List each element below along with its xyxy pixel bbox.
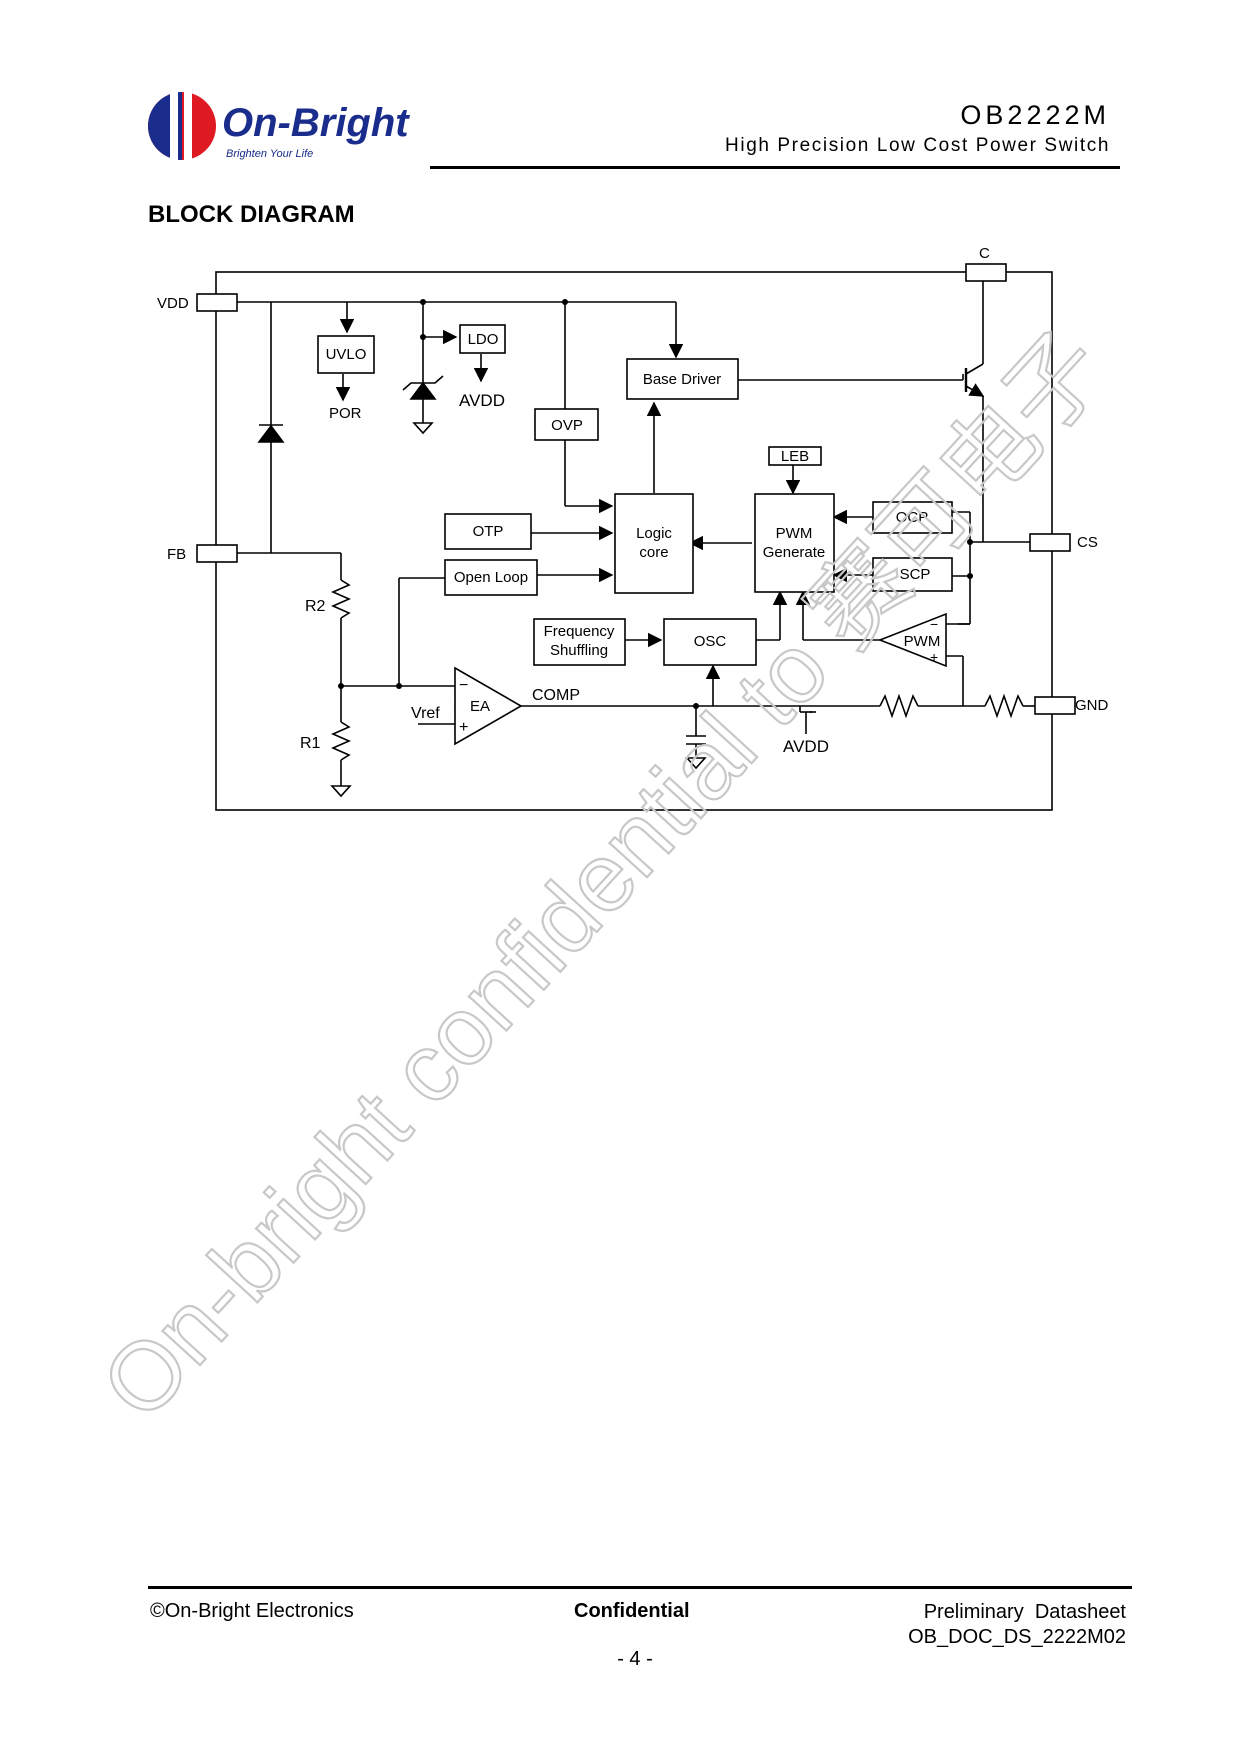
ldo-block-label: LDO [468, 331, 499, 348]
on-bright-logo: On-Bright Brighten Your Life [148, 92, 410, 160]
footer-doc-type: Preliminary Datasheet [923, 1601, 1126, 1623]
pin-fb-pad [196, 544, 238, 563]
logic-core-block-box [614, 493, 694, 594]
pwm-comparator-minus-sign: − [930, 616, 938, 632]
open-loop-block-label: Open Loop [454, 569, 528, 586]
pin-fb-label: FB [167, 546, 186, 563]
ovp-block-label: OVP [551, 417, 583, 434]
logo-wordmark: On-Bright [222, 101, 410, 145]
pin-cs-pad [1029, 533, 1071, 552]
leb-block-label: LEB [781, 448, 809, 465]
pin-c-label: C [979, 245, 990, 262]
header-rule [430, 166, 1120, 169]
r2-label: R2 [305, 598, 326, 615]
scp-block-box [872, 557, 953, 592]
pin-gnd-label: GND [1075, 697, 1109, 714]
footer-rule [148, 1586, 1132, 1589]
base-driver-block-box [626, 358, 739, 400]
ea-block-label: EA [470, 698, 490, 715]
pwm-generate-label-line2: Generate [763, 544, 826, 561]
pwm-generate-block-box [754, 493, 835, 593]
pwm-generate-label-line1: PWM [776, 525, 813, 542]
por-label: POR [329, 405, 362, 422]
vref-label: Vref [411, 705, 440, 722]
pwm-comparator-plus-sign: + [930, 649, 938, 665]
pin-vdd-pad [196, 293, 238, 312]
frequency-shuffling-block-box [533, 618, 626, 666]
pin-gnd-pad [1034, 696, 1076, 715]
footer-copyright: ©On-Bright Electronics [150, 1600, 354, 1622]
ocp-block-label: OCP [896, 509, 929, 526]
error-amplifier-shape [454, 666, 523, 746]
ea-minus-sign: − [459, 677, 468, 694]
comp-label: COMP [532, 687, 580, 704]
footer-doc-id: OB_DOC_DS_2222M02 [908, 1626, 1126, 1648]
leb-block-box [768, 446, 822, 466]
logic-core-label-line1: Logic [636, 525, 672, 542]
logic-core-label-line2: core [639, 544, 668, 561]
base-driver-block-label: Base Driver [643, 371, 721, 388]
osc-block-box [663, 618, 757, 666]
ea-plus-sign: + [459, 719, 468, 736]
part-number: OB2222M [960, 100, 1110, 130]
scp-block-label: SCP [900, 566, 931, 583]
page-number: - 4 - [617, 1648, 653, 1670]
osc-block-label: OSC [694, 633, 727, 650]
uvlo-block-box [317, 335, 375, 374]
otp-block-label: OTP [473, 523, 504, 540]
r1-label: R1 [300, 735, 321, 752]
document-subtitle: High Precision Low Cost Power Switch [725, 135, 1110, 156]
section-title: BLOCK DIAGRAM [148, 201, 355, 228]
frequency-shuffling-label-line2: Shuffling [550, 642, 608, 659]
footer-document-info: Preliminary Datasheet OB_DOC_DS_2222M02 [908, 1600, 1126, 1650]
uvlo-block-label: UVLO [326, 346, 367, 363]
footer-confidential: Confidential [574, 1600, 690, 1622]
pin-vdd-label: VDD [157, 295, 189, 312]
pin-cs-label: CS [1077, 534, 1098, 551]
pwm-comparator-shape [877, 612, 947, 668]
pin-c-pad [965, 263, 1007, 282]
ovp-block-box [534, 408, 599, 441]
avdd-bottom-label: AVDD [783, 737, 829, 756]
open-loop-block-box [444, 559, 538, 596]
pwm-comparator-label: PWM [904, 633, 941, 650]
frequency-shuffling-label-line1: Frequency [544, 623, 615, 640]
avdd-ldo-label: AVDD [459, 391, 505, 410]
otp-block-box [444, 513, 532, 550]
ocp-block-box [872, 501, 953, 534]
logo-tagline: Brighten Your Life [226, 148, 313, 160]
ldo-block-box [459, 324, 506, 354]
